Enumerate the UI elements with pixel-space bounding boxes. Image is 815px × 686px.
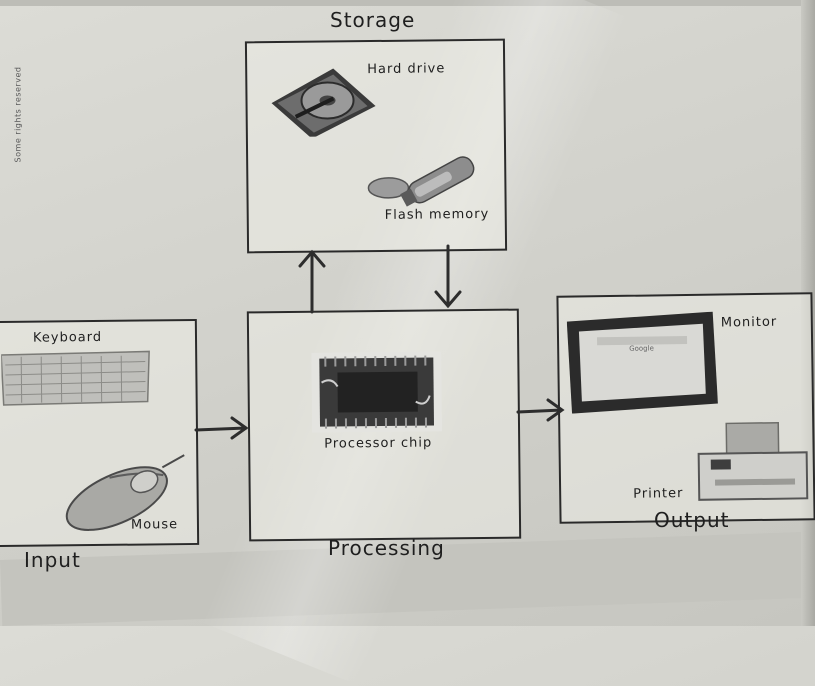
arrow-processing-to-output (518, 400, 562, 420)
arrow-input-to-processing (196, 418, 246, 438)
arrow-storage-to-processing (436, 246, 460, 306)
flow-arrows (0, 0, 815, 626)
arrow-processing-to-storage (300, 252, 324, 312)
